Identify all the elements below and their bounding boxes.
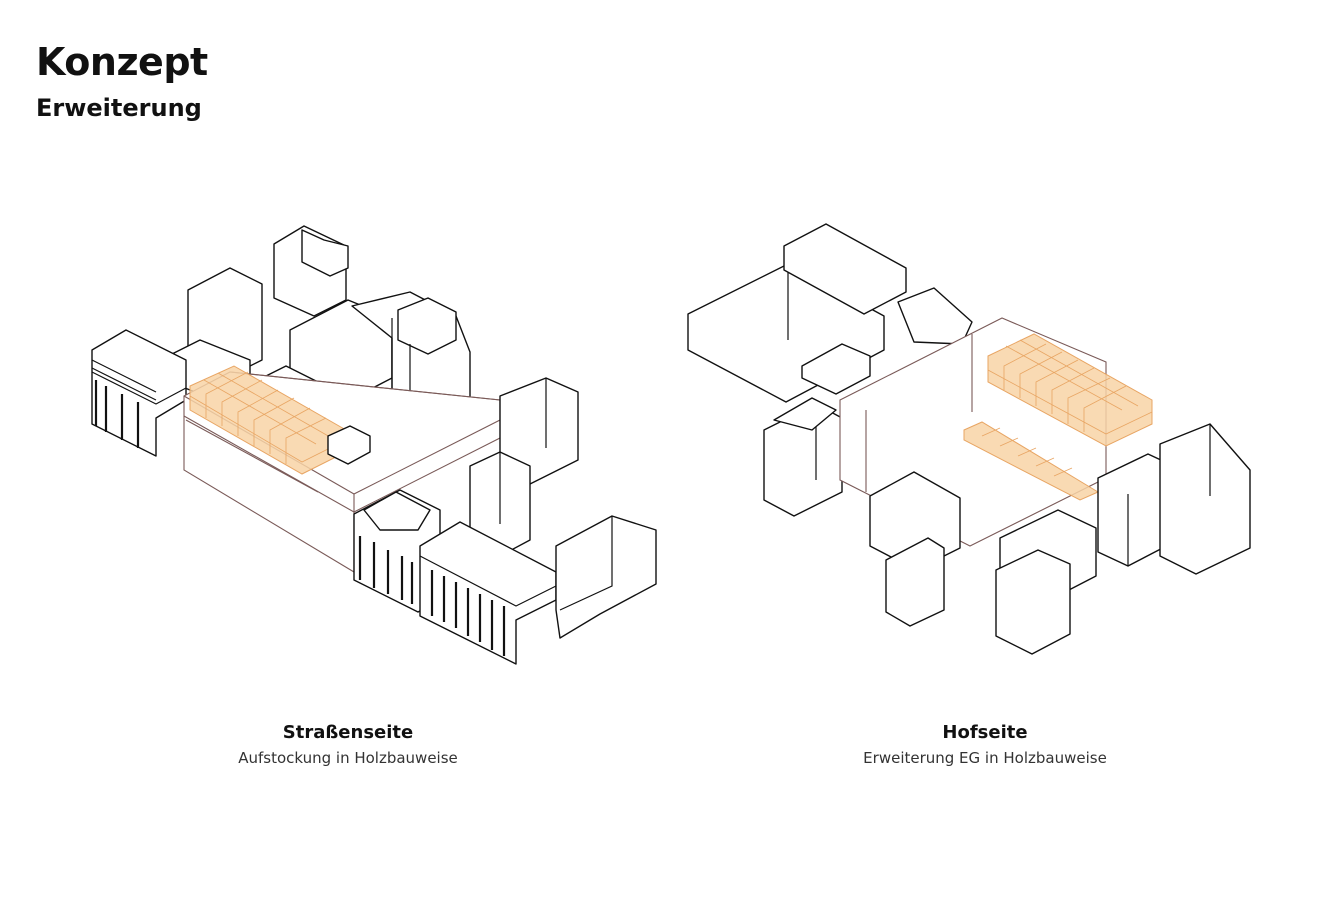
caption-title: Hofseite <box>942 722 1028 743</box>
page-title: Konzept <box>36 40 208 84</box>
caption-title: Straßenseite <box>282 722 414 743</box>
roof-stair-core <box>327 425 371 465</box>
courtyard-annex-roof <box>773 397 837 431</box>
caption-description: Aufstockung in Holzbauweise <box>238 749 458 767</box>
courtyard-side-axonometry <box>666 0 1332 700</box>
street-side-axonometry <box>0 0 666 700</box>
caption-description: Erweiterung EG in Holzbauweise <box>863 749 1107 767</box>
caption-courtyard-side: Hofseite Erweiterung EG in Holzbauweise <box>785 722 1185 767</box>
rear-wing-4 <box>397 297 457 355</box>
left-corner-building <box>91 329 187 457</box>
page-subtitle: Erweiterung <box>36 94 202 122</box>
street-side-drawing <box>91 225 657 665</box>
street-end-block <box>555 515 657 639</box>
courtyard-upper-timber <box>987 333 1153 447</box>
caption-street-side: Straßenseite Aufstockung in Holzbauweise <box>148 722 548 767</box>
courtyard-wing-far <box>1159 423 1251 575</box>
courtyard-small-box <box>801 343 871 395</box>
courtyard-wing-low <box>885 537 945 627</box>
street-main-facade <box>419 521 557 665</box>
courtyard-wing-bottom <box>995 549 1071 655</box>
rear-tower <box>301 229 349 277</box>
courtyard-ground-timber <box>963 421 1100 501</box>
courtyard-top-block <box>783 223 907 315</box>
street-dome-roof <box>363 491 431 531</box>
courtyard-side-drawing <box>687 223 1251 655</box>
courtyard-dome <box>897 287 973 345</box>
